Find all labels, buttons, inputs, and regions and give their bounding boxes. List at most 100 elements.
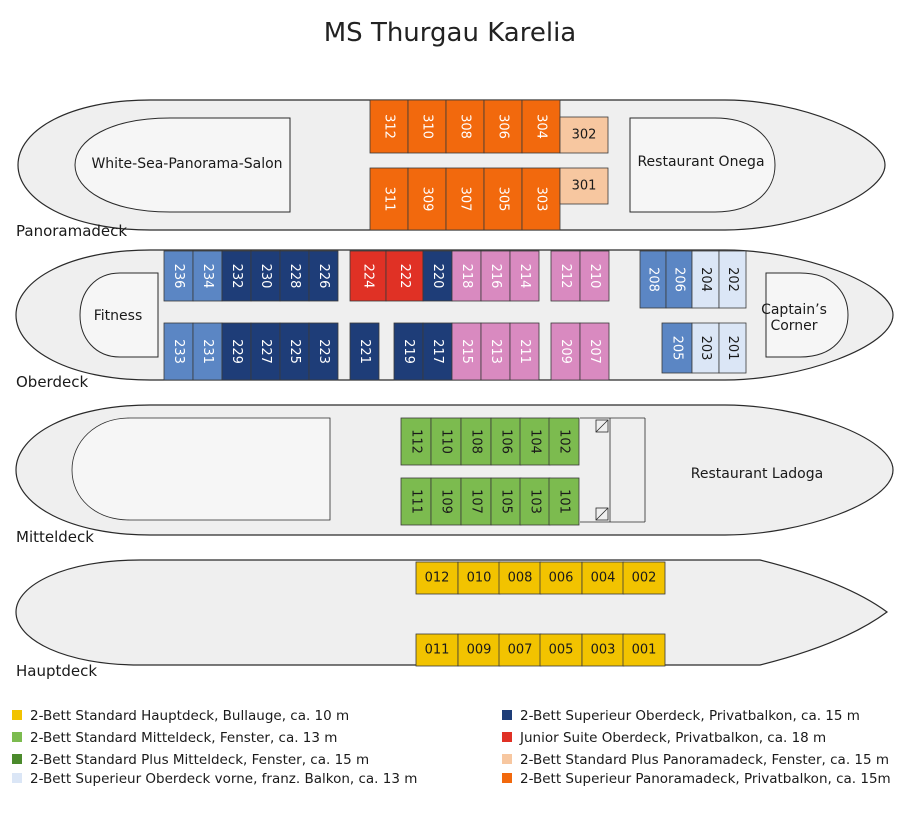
cabin-109[interactable]: 109: [430, 477, 462, 526]
cabin-205[interactable]: 205: [661, 322, 693, 374]
cabin-008[interactable]: 008: [498, 561, 542, 595]
cabin-304[interactable]: 304: [521, 99, 561, 154]
cabin-003[interactable]: 003: [581, 633, 625, 667]
cabin-111[interactable]: 111: [400, 477, 432, 526]
cabin-box[interactable]: [550, 250, 581, 302]
cabin-box[interactable]: [415, 633, 459, 667]
cabin-203[interactable]: 203: [691, 322, 720, 374]
cabin-box[interactable]: [718, 250, 747, 309]
cabin-232[interactable]: 232: [221, 250, 252, 302]
cabin-box[interactable]: [559, 116, 609, 154]
cabin-108[interactable]: 108: [460, 417, 492, 466]
cabin-101[interactable]: 101: [548, 477, 580, 526]
cabin-box[interactable]: [308, 322, 339, 381]
cabin-004[interactable]: 004: [581, 561, 625, 595]
cabin-box[interactable]: [483, 99, 523, 154]
cabin-box[interactable]: [509, 322, 540, 381]
cabin-box[interactable]: [163, 322, 194, 381]
cabin-box[interactable]: [308, 250, 339, 302]
cabin-211[interactable]: 211: [509, 322, 540, 381]
cabin-box[interactable]: [581, 561, 625, 595]
cabin-306[interactable]: 306: [483, 99, 523, 154]
cabin-206[interactable]: 206: [665, 250, 693, 309]
cabin-box[interactable]: [451, 322, 482, 381]
cabin-box[interactable]: [400, 477, 432, 526]
cabin-box[interactable]: [519, 477, 551, 526]
cabin-box[interactable]: [548, 477, 580, 526]
cabin-224[interactable]: 224: [349, 250, 387, 302]
cabin-012[interactable]: 012: [415, 561, 459, 595]
cabin-214[interactable]: 214: [509, 250, 540, 302]
cabin-box[interactable]: [665, 250, 693, 309]
cabin-305[interactable]: 305: [483, 167, 523, 231]
cabin-010[interactable]: 010: [457, 561, 501, 595]
cabin-box[interactable]: [457, 633, 501, 667]
cabin-307[interactable]: 307: [445, 167, 485, 231]
cabin-309[interactable]: 309: [407, 167, 447, 231]
cabin-box[interactable]: [483, 167, 523, 231]
cabin-box[interactable]: [349, 322, 380, 381]
cabin-box[interactable]: [579, 322, 610, 381]
cabin-312[interactable]: 312: [369, 99, 409, 154]
cabin-102[interactable]: 102: [548, 417, 580, 466]
cabin-209[interactable]: 209: [550, 322, 581, 381]
cabin-201[interactable]: 201: [718, 322, 747, 374]
cabin-219[interactable]: 219: [393, 322, 424, 381]
cabin-box[interactable]: [460, 477, 492, 526]
cabin-208[interactable]: 208: [639, 250, 667, 309]
cabin-302[interactable]: 302: [559, 116, 609, 154]
cabin-box[interactable]: [480, 322, 511, 381]
cabin-box[interactable]: [521, 167, 561, 231]
cabin-box[interactable]: [622, 633, 666, 667]
cabin-104[interactable]: 104: [519, 417, 551, 466]
cabin-box[interactable]: [221, 250, 252, 302]
cabin-207[interactable]: 207: [579, 322, 610, 381]
cabin-106[interactable]: 106: [490, 417, 522, 466]
cabin-213[interactable]: 213: [480, 322, 511, 381]
cabin-box[interactable]: [400, 417, 432, 466]
cabin-011[interactable]: 011: [415, 633, 459, 667]
cabin-301[interactable]: 301: [559, 167, 609, 205]
cabin-311[interactable]: 311: [369, 167, 409, 231]
cabin-212[interactable]: 212: [550, 250, 581, 302]
cabin-223[interactable]: 223: [308, 322, 339, 381]
cabin-box[interactable]: [490, 417, 522, 466]
cabin-310[interactable]: 310: [407, 99, 447, 154]
cabin-225[interactable]: 225: [279, 322, 310, 381]
cabin-box[interactable]: [279, 322, 310, 381]
cabin-box[interactable]: [691, 322, 720, 374]
cabin-box[interactable]: [445, 167, 485, 231]
cabin-box[interactable]: [498, 561, 542, 595]
cabin-box[interactable]: [639, 250, 667, 309]
cabin-229[interactable]: 229: [221, 322, 252, 381]
cabin-box[interactable]: [445, 99, 485, 154]
cabin-box[interactable]: [548, 417, 580, 466]
cabin-box[interactable]: [539, 633, 583, 667]
cabin-308[interactable]: 308: [445, 99, 485, 154]
cabin-box[interactable]: [579, 250, 610, 302]
cabin-box[interactable]: [451, 250, 482, 302]
cabin-222[interactable]: 222: [385, 250, 424, 302]
cabin-228[interactable]: 228: [279, 250, 310, 302]
cabin-107[interactable]: 107: [460, 477, 492, 526]
cabin-box[interactable]: [509, 250, 540, 302]
cabin-box[interactable]: [250, 250, 281, 302]
cabin-box[interactable]: [192, 250, 223, 302]
cabin-202[interactable]: 202: [718, 250, 747, 309]
cabin-box[interactable]: [559, 167, 609, 205]
cabin-box[interactable]: [407, 167, 447, 231]
cabin-box[interactable]: [430, 417, 462, 466]
cabin-227[interactable]: 227: [250, 322, 281, 381]
cabin-110[interactable]: 110: [430, 417, 462, 466]
cabin-002[interactable]: 002: [622, 561, 666, 595]
cabin-box[interactable]: [407, 99, 447, 154]
cabin-box[interactable]: [349, 250, 387, 302]
cabin-233[interactable]: 233: [163, 322, 194, 381]
cabin-216[interactable]: 216: [480, 250, 511, 302]
cabin-217[interactable]: 217: [422, 322, 453, 381]
cabin-112[interactable]: 112: [400, 417, 432, 466]
cabin-234[interactable]: 234: [192, 250, 223, 302]
cabin-box[interactable]: [250, 322, 281, 381]
cabin-215[interactable]: 215: [451, 322, 482, 381]
cabin-box[interactable]: [498, 633, 542, 667]
